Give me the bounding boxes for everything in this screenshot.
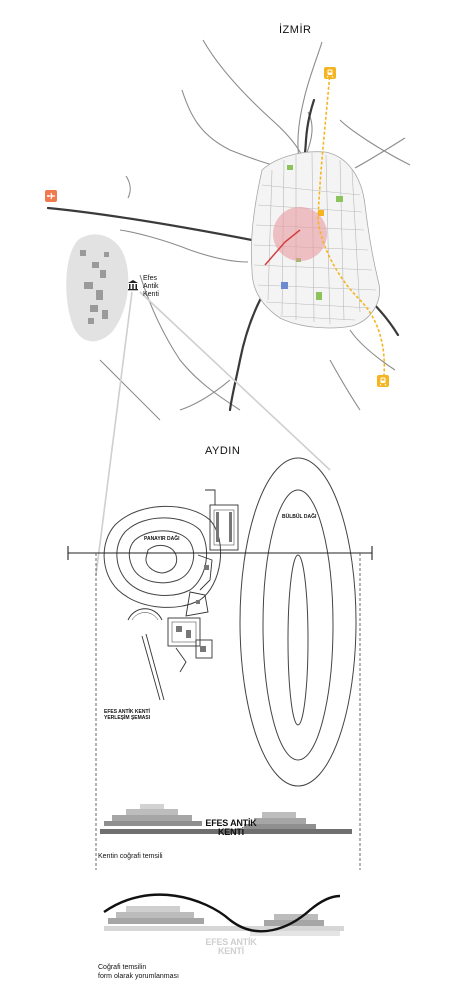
ancient-site-area [66,234,129,342]
museum-icon [127,279,139,291]
town-street [257,204,363,213]
railway-line [317,71,386,376]
bulbul-mountain-contours [239,457,357,787]
caption-2-line2: form olarak yorumlanması [98,973,179,980]
plan-title-line2: YERLEŞİM ŞEMASI [104,715,151,721]
building-block [318,210,324,216]
south-city-label: AYDIN [205,445,241,457]
site-plan [67,457,373,870]
site-label-line3: Kenti [143,291,159,298]
ruins-plan [127,489,239,701]
site-label-line1: Efes [143,275,158,282]
north-city-label: İZMİR [279,24,312,36]
park-area [336,196,343,202]
form-curve [103,893,341,933]
town-street [339,159,345,321]
panayir-mountain-contours [103,505,222,608]
section-line [67,546,373,560]
caption-1: Kentin coğrafi temsili [98,853,163,860]
town-street [267,169,273,301]
ruin-text-2: EFES ANTİK KENTİ [196,938,266,956]
building-block [281,282,288,289]
park-area [316,292,322,300]
park-area [287,165,293,170]
ruin-text-1-line2: KENTİ [217,827,244,837]
ruin-text-2-line1: EFES ANTİK [205,937,257,947]
town-street [257,284,377,291]
plan-title: EFES ANTİK KENTİ YERLEŞİM ŞEMASI [104,709,150,721]
mountain-west-label: PANAYIR DAĞI [144,536,180,542]
mountain-east-label: BÜLBÜL DAĞI [282,514,317,520]
train-icon [377,375,389,387]
ancient-site-buildings [80,250,109,324]
town-street [265,301,371,309]
section-diagram-1 [100,804,352,834]
plan-title-line1: EFES ANTİK KENTİ [104,709,150,715]
site-label-line2: Antik [143,283,159,290]
town-street [261,184,361,196]
site-label: Efes Antik Kenti [143,275,159,299]
town-street [351,169,361,313]
town-center [273,207,327,261]
section-diagram-2 [103,893,344,936]
regional-map [46,39,411,576]
ruin-text-1-line1: EFES ANTİK [205,818,257,828]
guide-lines [95,553,361,870]
train-icon [324,67,336,79]
caption-2-line1: Coğrafi temsilin [98,964,147,971]
airplane-icon [45,190,57,202]
central-road [264,229,301,266]
town-street [325,154,331,325]
ruin-text-1: EFES ANTİK KENTİ [196,819,266,837]
caption-2: Coğrafi temsilin form olarak yorumlanmas… [98,963,179,981]
town-street [279,315,356,321]
ruin-text-2-line2: KENTİ [217,946,244,956]
sight-lines [95,291,331,576]
town-street [253,264,373,271]
ruins-fill [176,512,232,652]
